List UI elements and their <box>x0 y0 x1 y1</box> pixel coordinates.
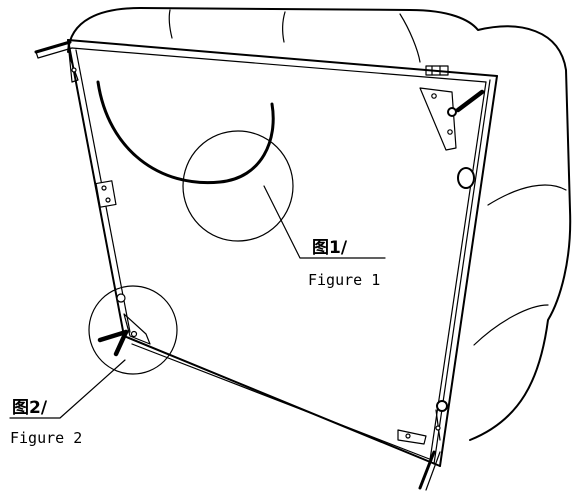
bracket-top-left <box>34 40 79 83</box>
figure-1-label-en: Figure 1 <box>308 271 380 289</box>
figure-2-label-cn: 图2/ <box>12 398 48 418</box>
figure-1-label-cn: 图1/ <box>312 238 348 258</box>
sofa-cushion-body <box>67 7 572 441</box>
bracket-mid-left <box>95 180 117 208</box>
back-panel-frame <box>67 39 498 467</box>
knob-right <box>457 167 475 189</box>
figure-2-label-en: Figure 2 <box>10 429 82 447</box>
bracket-bottom-left <box>97 293 151 357</box>
callout-circle-figure-1 <box>182 130 386 259</box>
bracket-top-right <box>419 65 485 151</box>
bracket-bottom-right <box>397 400 448 491</box>
callout-circle-figure-2 <box>9 285 178 419</box>
